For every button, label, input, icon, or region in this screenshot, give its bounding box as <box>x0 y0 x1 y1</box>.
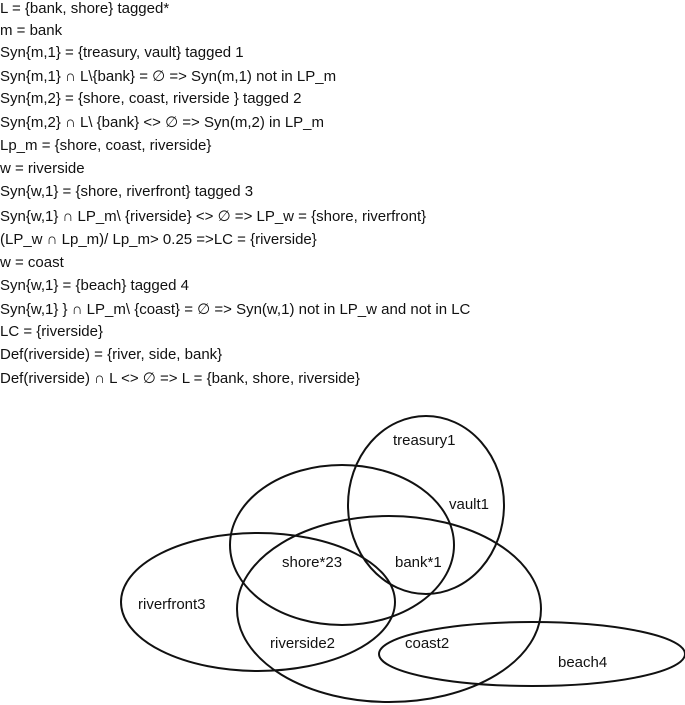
text-line: LC = {riverside} <box>0 323 103 340</box>
label-beach: beach4 <box>558 654 607 671</box>
text-line: m = bank <box>0 22 63 39</box>
ellipse-beach <box>378 621 685 687</box>
text-line: Syn{m,2} ∩ L\ {bank} <> ∅ => Syn(m,2) in… <box>0 114 325 131</box>
text-line: Def(riverside) = {river, side, bank} <box>0 346 223 363</box>
ellipse-riverfront <box>120 532 396 672</box>
label-riverside: riverside2 <box>270 635 335 652</box>
label-coast: coast2 <box>405 635 449 652</box>
label-vault: vault1 <box>449 496 489 513</box>
label-bank: bank*1 <box>395 554 442 571</box>
text-line: L = {bank, shore} tagged* <box>0 0 170 17</box>
text-line: Syn{w,1} } ∩ LP_m\ {coast} = ∅ => Syn(w,… <box>0 301 471 318</box>
text-line: Syn{m,1} ∩ L\{bank} = ∅ => Syn(m,1) not … <box>0 68 337 85</box>
text-line: Syn{w,1} = {beach} tagged 4 <box>0 277 189 294</box>
text-line: Syn{w,1} = {shore, riverfront} tagged 3 <box>0 183 254 200</box>
ellipse-treasury-vault <box>347 415 505 595</box>
label-shore: shore*23 <box>282 554 342 571</box>
text-line: Syn{m,2} = {shore, coast, riverside } ta… <box>0 90 302 107</box>
text-line: Syn{w,1} ∩ LP_m\ {riverside} <> ∅ => LP_… <box>0 208 427 225</box>
text-line: w = coast <box>0 254 64 271</box>
ellipse-shore-bank <box>229 464 455 626</box>
text-line: (LP_w ∩ Lp_m)/ Lp_m> 0.25 =>LC = {rivers… <box>0 231 317 248</box>
label-treasury: treasury1 <box>393 432 456 449</box>
label-riverfront: riverfront3 <box>138 596 206 613</box>
text-line: w = riverside <box>0 160 85 177</box>
text-line: Syn{m,1} = {treasury, vault} tagged 1 <box>0 44 244 61</box>
text-line: Lp_m = {shore, coast, riverside} <box>0 137 212 154</box>
ellipse-shore-coast-riverside <box>236 515 542 703</box>
text-line: Def(riverside) ∩ L <> ∅ => L = {bank, sh… <box>0 370 360 387</box>
